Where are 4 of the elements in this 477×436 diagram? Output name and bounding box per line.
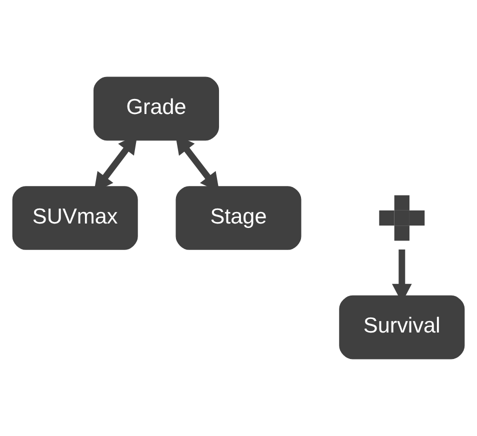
node-box: Survival	[339, 295, 465, 360]
node-box: SUVmax	[12, 186, 138, 250]
node-box: Stage	[176, 186, 302, 250]
node-box: Grade	[94, 76, 220, 141]
